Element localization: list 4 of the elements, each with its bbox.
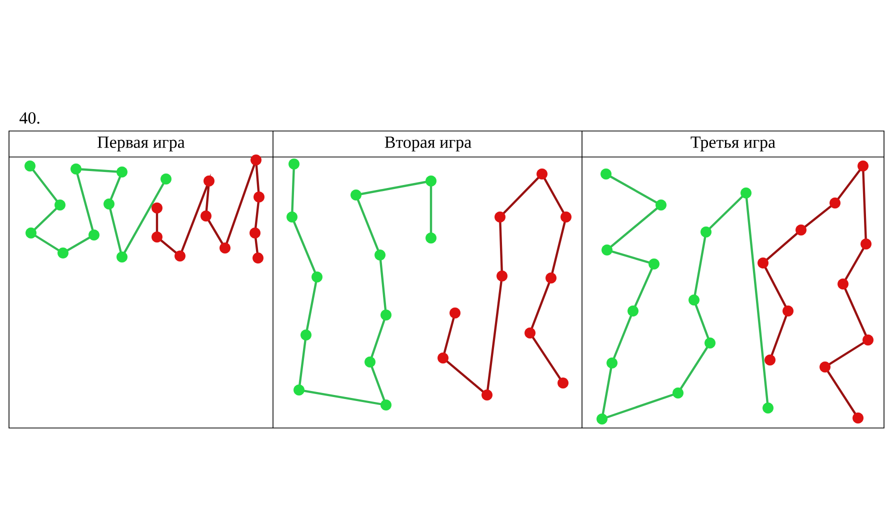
column-header: Первая игра bbox=[98, 136, 185, 152]
column-header: Вторая игра bbox=[384, 136, 472, 152]
column-header: Третья игра bbox=[690, 136, 776, 152]
problem-number: 40. bbox=[20, 112, 40, 124]
